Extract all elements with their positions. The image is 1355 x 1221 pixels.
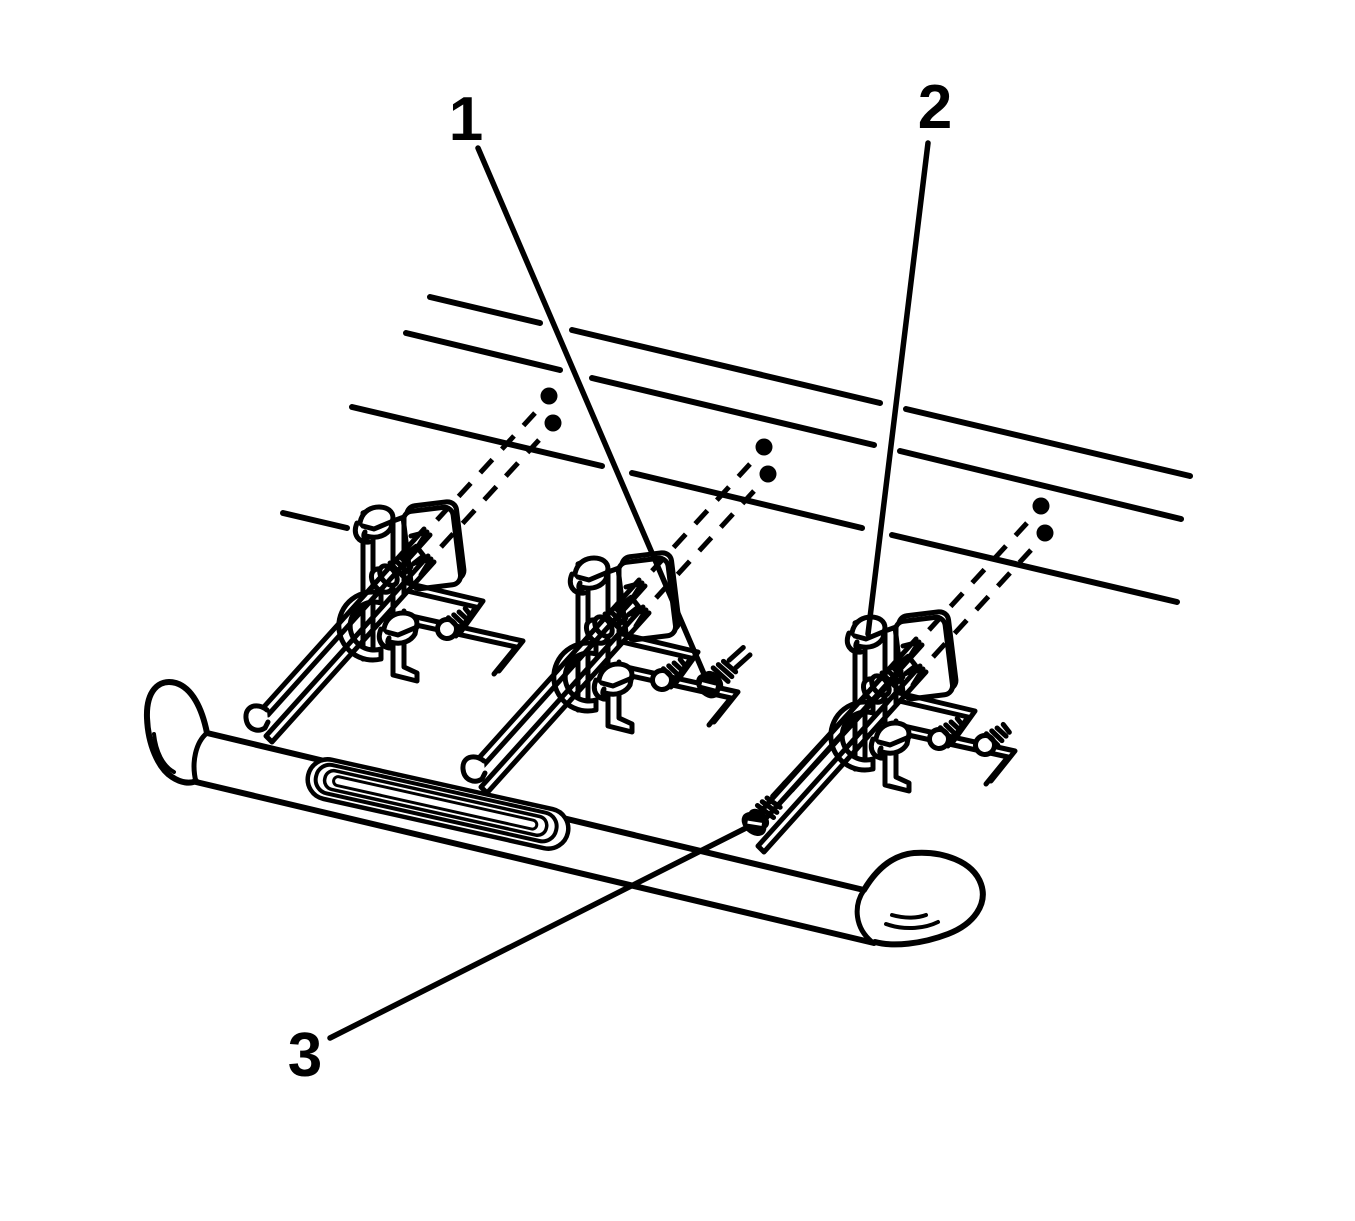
bracket-assembly-left [246,388,562,743]
step-bar [143,679,986,948]
rocker-panel-lines [280,294,1193,605]
callout-1-label: 1 [449,85,483,154]
step-bar-bottom-edge [193,779,877,946]
bracket-screw [972,721,1012,758]
callout-2-leader [865,140,931,637]
step-bar-left-end-cap [143,679,210,786]
bolt-retaining-clip [463,757,485,781]
callout-3-label: 3 [288,1021,322,1090]
bracket-assembly-right [754,498,1054,853]
bracket-assembly-middle [463,439,777,794]
step-pad [305,757,571,851]
callout-3-leader [327,825,749,1041]
step-bar-attachment-bolt-3 [737,662,904,841]
step-bar-right-end-cap [854,849,986,948]
bolt-retaining-clip [246,706,268,730]
callout-1-leader [475,145,707,677]
callout-2-label: 2 [918,73,952,142]
